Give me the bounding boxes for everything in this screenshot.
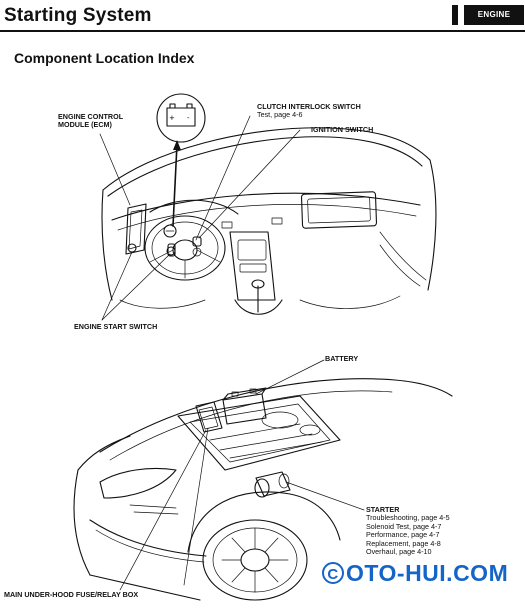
svg-text:+: + <box>169 114 175 122</box>
ignition-switch-label: IGNITION SWITCH <box>311 125 374 134</box>
engine-start-switch-label: ENGINE START SWITCH <box>74 322 158 331</box>
starter-callout: STARTER Troubleshooting, page 4-5 Soleno… <box>366 505 450 557</box>
copyright-icon: C <box>322 562 344 584</box>
ecm-label-line1: ENGINE CONTROL <box>58 112 124 121</box>
ecm-label-line2: MODULE (ECM) <box>58 120 112 130</box>
battery-label: BATTERY <box>325 354 359 363</box>
svg-text:-: - <box>187 114 190 122</box>
dashboard-drawing: + - <box>99 93 437 321</box>
starter-label: STARTER <box>366 505 400 514</box>
engine-bay-drawing <box>73 359 453 601</box>
starter-ref-solenoid-test: Solenoid Test, page 4-7 <box>366 521 442 531</box>
starter-ref-overhaul: Overhaul, page 4-10 <box>366 547 432 557</box>
starter-ref-troubleshooting: Troubleshooting, page 4-5 <box>366 513 450 523</box>
battery-callout: BATTERY <box>325 354 359 363</box>
clutch-interlock-callout: CLUTCH INTERLOCK SWITCH Test, page 4-6 <box>257 102 361 120</box>
title-rule <box>0 30 525 32</box>
section-heading: Component Location Index <box>14 50 195 66</box>
page-title: Starting System <box>4 5 152 26</box>
clutch-interlock-label: CLUTCH INTERLOCK SWITCH <box>257 102 361 111</box>
engine-start-switch-callout: ENGINE START SWITCH <box>74 322 158 331</box>
ecm-callout: ENGINE CONTROL MODULE (ECM) <box>58 112 124 130</box>
clutch-interlock-ref: Test, page 4-6 <box>257 110 303 120</box>
starter-ref-performance: Performance, page 4-7 <box>366 530 440 540</box>
ignition-switch-callout: IGNITION SWITCH <box>311 125 374 134</box>
starter-ref-replacement: Replacement, page 4-8 <box>366 538 441 548</box>
fuse-box-label: MAIN UNDER-HOOD FUSE/RELAY BOX <box>4 590 139 599</box>
fuse-box-callout: MAIN UNDER-HOOD FUSE/RELAY BOX <box>4 590 139 599</box>
section-tab: ENGINE <box>458 5 524 25</box>
watermark-text: OTO-HUI.COM <box>346 560 509 586</box>
